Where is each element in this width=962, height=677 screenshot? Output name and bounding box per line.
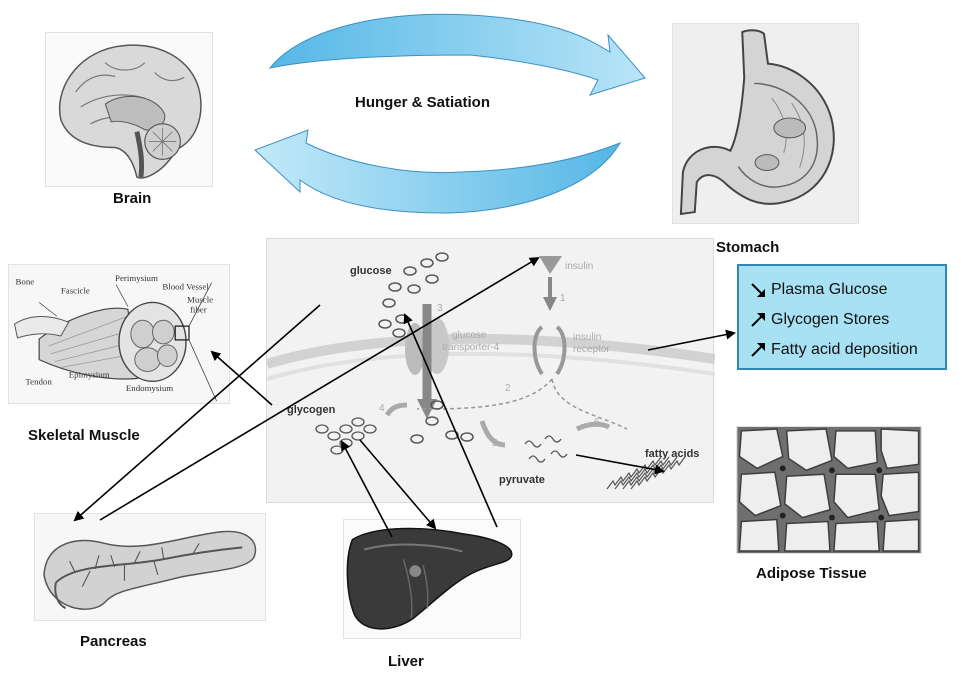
step-4: 4 — [379, 403, 385, 414]
cell-diagram: glucose insulin glucose transporter-4 in… — [266, 238, 714, 503]
muscle-label-endomysium: Endomysium — [126, 383, 173, 393]
pyruvate-label: pyruvate — [499, 474, 545, 486]
glycogen-chain — [316, 418, 376, 454]
effect-row-plasma-glucose: Plasma Glucose — [749, 275, 945, 305]
effect-text-plasma-glucose: Plasma Glucose — [771, 281, 888, 299]
effect-text-glycogen-stores: Glycogen Stores — [771, 311, 889, 329]
step-3: 3 — [437, 303, 443, 314]
effect-row-fatty-acid: Fatty acid deposition — [749, 335, 945, 365]
up-arrow-icon — [749, 310, 769, 330]
step-5: 5 — [492, 438, 498, 449]
pancreas-image — [34, 513, 266, 621]
brain-label: Brain — [113, 190, 151, 207]
liver-label: Liver — [388, 653, 424, 670]
adipose-image — [736, 426, 922, 554]
muscle-label-tendon: Tendon — [25, 376, 52, 386]
muscle-label-epimysium: Epimysium — [69, 369, 110, 379]
glycogen-label: glycogen — [287, 404, 336, 416]
brain-icon — [46, 33, 212, 186]
pancreas-label: Pancreas — [80, 633, 147, 650]
muscle-label-fiber: fiber — [190, 304, 207, 314]
receptor-label-1: insulin — [573, 332, 601, 343]
fatty-acid-chains — [607, 457, 685, 489]
pancreas-icon — [35, 514, 265, 620]
top-cycle-arrow — [270, 14, 645, 95]
step-2: 2 — [505, 383, 511, 394]
glucose-label: glucose — [350, 265, 392, 277]
effect-text-fatty-acid: Fatty acid deposition — [771, 341, 918, 359]
adipose-icon — [737, 427, 921, 553]
muscle-label-fascicle: Fascicle — [61, 286, 90, 296]
down-arrow-icon — [749, 280, 769, 300]
brain-image — [45, 32, 213, 187]
liver-icon — [344, 520, 520, 638]
muscle-icon: Bone Fascicle Perimysium Blood Vessel Mu… — [9, 265, 229, 403]
step-6: 6 — [594, 417, 600, 428]
receptor-label-2: receptor — [573, 344, 610, 355]
transporter-label-1: glucose — [452, 330, 487, 341]
muscle-label-perimysium: Perimysium — [115, 273, 158, 283]
skeletal-muscle-label: Skeletal Muscle — [28, 427, 140, 444]
effects-box: Plasma Glucose Glycogen Stores Fatty aci… — [737, 264, 947, 370]
stomach-label: Stomach — [716, 239, 779, 256]
stomach-icon — [673, 24, 858, 223]
up-arrow-icon — [749, 340, 769, 360]
fatty-acids-label: fatty acids — [645, 448, 699, 460]
muscle-label-muscle: Muscle — [187, 294, 213, 304]
stomach-image — [672, 23, 859, 224]
cycle-label: Hunger & Satiation — [355, 94, 490, 111]
muscle-label-bone: Bone — [16, 277, 35, 287]
insulin-label: insulin — [565, 261, 593, 272]
effect-row-glycogen-stores: Glycogen Stores — [749, 305, 945, 335]
bottom-cycle-arrow — [255, 130, 620, 213]
transporter-label-2: transporter-4 — [442, 342, 500, 353]
muscle-label-blood-vessel: Blood Vessel — [162, 282, 209, 292]
adipose-label: Adipose Tissue — [756, 565, 867, 582]
liver-image — [343, 519, 521, 639]
cell-diagram-svg: glucose insulin glucose transporter-4 in… — [267, 239, 715, 504]
skeletal-muscle-image: Bone Fascicle Perimysium Blood Vessel Mu… — [8, 264, 230, 404]
step-1: 1 — [560, 293, 566, 304]
pyruvate-molecules — [525, 436, 567, 462]
